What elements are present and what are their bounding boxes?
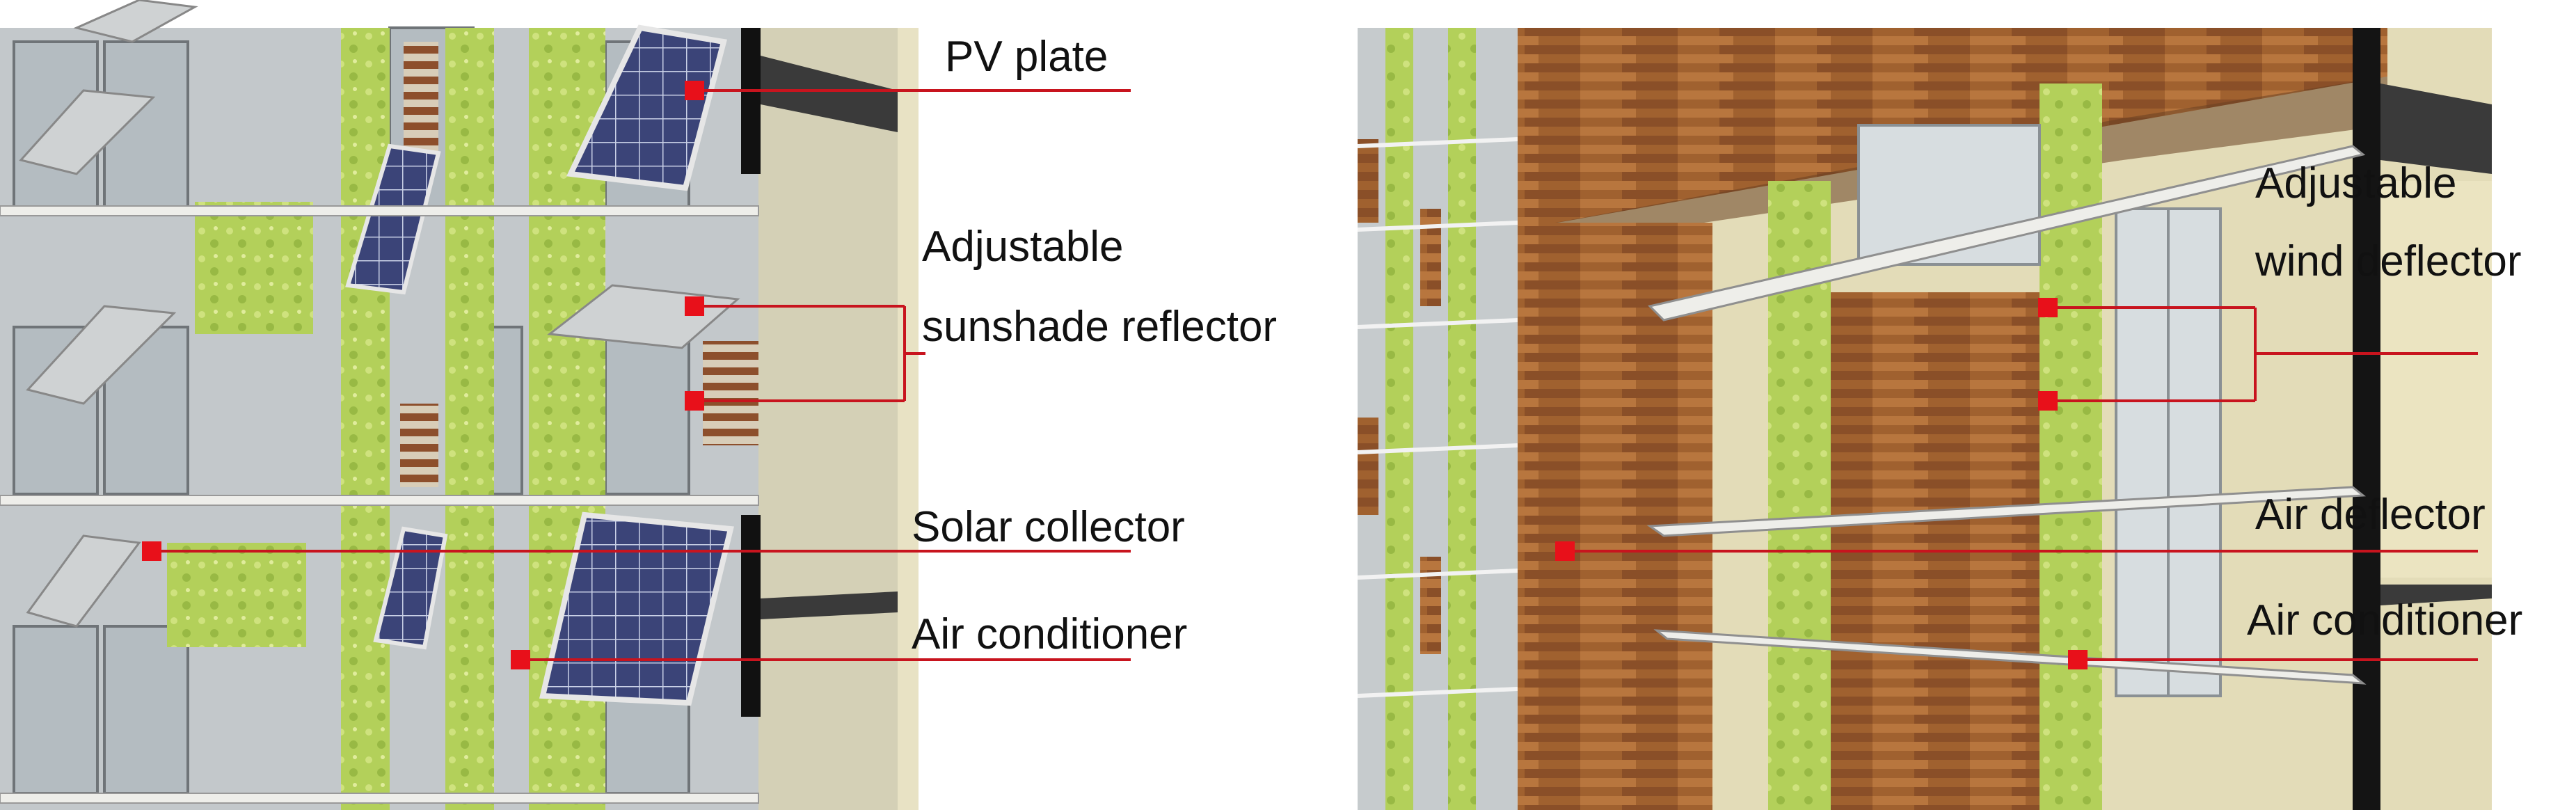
label-air-conditioner: Air conditioner <box>912 610 1187 658</box>
label-adjustable-right: Adjustable <box>2255 159 2457 207</box>
left-facade-illustration: PV plate Adjustable sunshade reflector S… <box>0 0 1277 810</box>
label-air-deflector: Air deflector <box>2255 491 2486 539</box>
marker-pv-plate <box>685 81 704 100</box>
label-wind-deflector: wind deflector <box>2255 237 2522 285</box>
label-adjustable: Adjustable <box>922 223 1124 271</box>
label-pv-plate: PV plate <box>945 33 1108 81</box>
marker-sunshade-reflector-bottom <box>685 391 704 411</box>
marker-air-conditioner-right <box>2068 650 2088 669</box>
marker-solar-collector <box>142 541 161 561</box>
left-facade-panel: PV plate Adjustable sunshade reflector S… <box>0 0 1277 810</box>
label-sunshade-reflector: sunshade reflector <box>922 303 1277 351</box>
right-callouts: Adjustable wind deflector Air deflector … <box>1555 159 2522 669</box>
label-air-conditioner-right: Air conditioner <box>2247 596 2522 644</box>
marker-sunshade-reflector-top <box>685 296 704 316</box>
marker-wind-deflector-top <box>2038 298 2058 317</box>
left-callouts: PV plate Adjustable sunshade reflector S… <box>142 33 1277 669</box>
right-facade-panel: Adjustable wind deflector Air deflector … <box>1288 0 2576 810</box>
marker-air-deflector <box>1555 541 1575 561</box>
left-facade-building <box>0 0 919 810</box>
right-facade-building <box>1357 28 2492 810</box>
marker-air-conditioner <box>511 650 530 669</box>
marker-wind-deflector-bottom <box>2038 391 2058 411</box>
right-facade-illustration: Adjustable wind deflector Air deflector … <box>1357 28 2522 810</box>
label-solar-collector: Solar collector <box>912 503 1185 551</box>
